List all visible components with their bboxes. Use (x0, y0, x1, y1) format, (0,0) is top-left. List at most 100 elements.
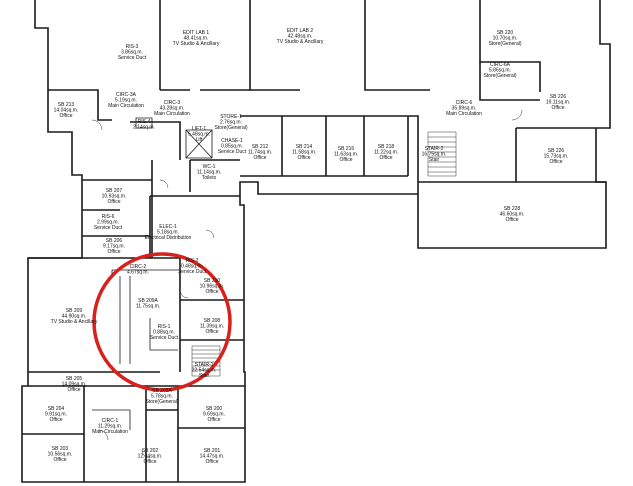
room-label-line: Office (68, 387, 81, 393)
room-label-line: CIRC-3 (164, 100, 181, 106)
room-store-1: STORE-12.76sq.m.Store(General) (214, 114, 247, 131)
room-label-line: RIS-2 (186, 258, 199, 264)
room-label-line: TV Studio & Ancillary (277, 39, 324, 45)
highlight-circle (92, 252, 232, 392)
room-label-line: 3.86sq.m. (121, 50, 143, 56)
room-label-line: 5.86sq.m. (489, 68, 511, 74)
room-label-line: 11.39sq.m. (200, 324, 224, 330)
room-chase-1: CHASE-10.85sq.m.Service Duct (218, 138, 247, 155)
room-label-line: STORE-1 (220, 114, 242, 120)
room-label-line: 14.09sq.m. (62, 382, 87, 388)
room-label-line: SB 206 (106, 238, 123, 244)
room-label-line: 46.60sq.m. (500, 212, 525, 218)
room-label-line: 4.67sq.m. (127, 270, 149, 276)
room-label-line: 14.47sq.m. (200, 454, 225, 460)
room-label-line: Service Duct (150, 335, 179, 341)
room-label-line: Office (550, 159, 563, 165)
room-label-line: STAIR-2 (425, 146, 444, 152)
room-label-line: 9.69sq.m. (203, 412, 225, 418)
room-label-line: 19.11sq.m. (546, 100, 570, 106)
room-label-line: 9.17sq.m. (103, 244, 125, 250)
room-label-line: Main Circulation (108, 103, 144, 109)
room-label-line: SB 226 (548, 148, 565, 154)
room-label-line: Office (206, 289, 219, 295)
room-wc: WC-111.14sq.m.Toilets (197, 164, 221, 181)
room-label-line: Service Duct (118, 55, 147, 61)
room-label-line: TV Studio & Ancillary (173, 41, 220, 47)
room-label-line: LIFT-1 (192, 126, 207, 132)
room-label-line: Office (50, 417, 63, 423)
room-lift-1: LIFT-15.48sq.m.Lift (188, 126, 210, 143)
room-elec-1: ELEC-15.18sq.m.Electrical Distribution (145, 224, 192, 241)
room-label-line: 11.14sq.m. (197, 170, 221, 176)
room-label-line: EDIT LAB 2 (287, 28, 314, 34)
room-label-line: CIRC-6A (490, 62, 511, 68)
room-label-line: RIS-4 (138, 119, 151, 125)
room-label-line: RIS-3 (126, 44, 139, 50)
room-label-line: 12.34sq.m. (138, 454, 163, 460)
room-label-line: 42.48sq.m. (288, 34, 313, 40)
room-label-line: SB 209A (138, 298, 158, 304)
room-label-line: 48.41sq.m. (184, 36, 209, 42)
room-labels: EDIT LAB 148.41sq.m.TV Studio & Ancillar… (45, 28, 570, 465)
room-label-line: 43.28sq.m. (160, 106, 185, 112)
room-label-line: Main Circulation (154, 111, 190, 117)
room-label-line: 14.04sq.m. (54, 108, 79, 114)
room-label-line: 5.48sq.m. (188, 132, 210, 138)
room-label-line: Office (254, 155, 267, 161)
room-label-line: SB 213 (58, 102, 75, 108)
room-label-line: 35.89sq.m. (452, 106, 477, 112)
room-label-line: SB 218 (378, 144, 395, 150)
room-label-line: EDIT LAB 1 (183, 30, 210, 36)
room-ris-2: RIS-20.48sq.m.Service Duct (178, 258, 207, 275)
room-label-line: 5.18sq.m. (157, 230, 179, 236)
room-label-line: Office (340, 157, 353, 163)
room-label-line: Stair (199, 373, 210, 379)
room-label-line: RIS-6 (102, 214, 115, 220)
thin-walls (92, 117, 213, 430)
room-label-line: Service Duct (218, 149, 247, 155)
room-circ-6a: CIRC-6A5.86sq.m.Store(General) (483, 62, 516, 79)
room-label-line: SB 208 (204, 318, 221, 324)
room-label-line: RIS-1 (158, 324, 171, 330)
room-label-line: 11.58sq.m. (292, 150, 316, 156)
room-label-line: 5.19sq.m. (115, 98, 137, 104)
room-label-line: Main Circulation (92, 429, 128, 435)
room-ris-4-small: RIS-42.14sq.m. (133, 119, 155, 131)
room-label-line: SB 202 (142, 448, 159, 454)
room-label-line: SB 200 (206, 406, 223, 412)
room-label-line: CIRC-1 (102, 418, 119, 424)
room-label-line: 11.29sq.m. (98, 424, 122, 430)
room-label-line: ELEC-1 (159, 224, 177, 230)
room-label-line: Office (206, 459, 219, 465)
room-label-line: 11.74sq.m. (248, 150, 272, 156)
room-stair-2: STAIR-216.75sq.m.Stair (422, 146, 447, 163)
room-label-line: SB 203A (152, 388, 172, 394)
room-label-line: Office (108, 249, 121, 255)
room-label-line: Lift (196, 137, 203, 143)
room-label-line: SB 205 (66, 376, 83, 382)
room-label-line: WC-1 (203, 164, 216, 170)
room-label-line: Store(General) (483, 73, 516, 79)
room-label-line: 2.99sq.m. (97, 220, 119, 226)
room-label-line: Electrical Distribution (145, 235, 192, 241)
room-label-line: SB 201 (204, 448, 221, 454)
room-label-line: 44.90sq.m. (62, 314, 87, 320)
room-label-line: 2.76sq.m. (220, 120, 242, 126)
room-label-line: SB 207 (106, 188, 123, 194)
room-label-line: Office (506, 217, 519, 223)
room-label-line: Office (206, 329, 219, 335)
room-ris-3: RIS-33.86sq.m.Service Duct (118, 44, 147, 61)
walls (21, 0, 611, 483)
room-circ-6: CIRC-635.89sq.m.Main Circulation (446, 100, 482, 117)
